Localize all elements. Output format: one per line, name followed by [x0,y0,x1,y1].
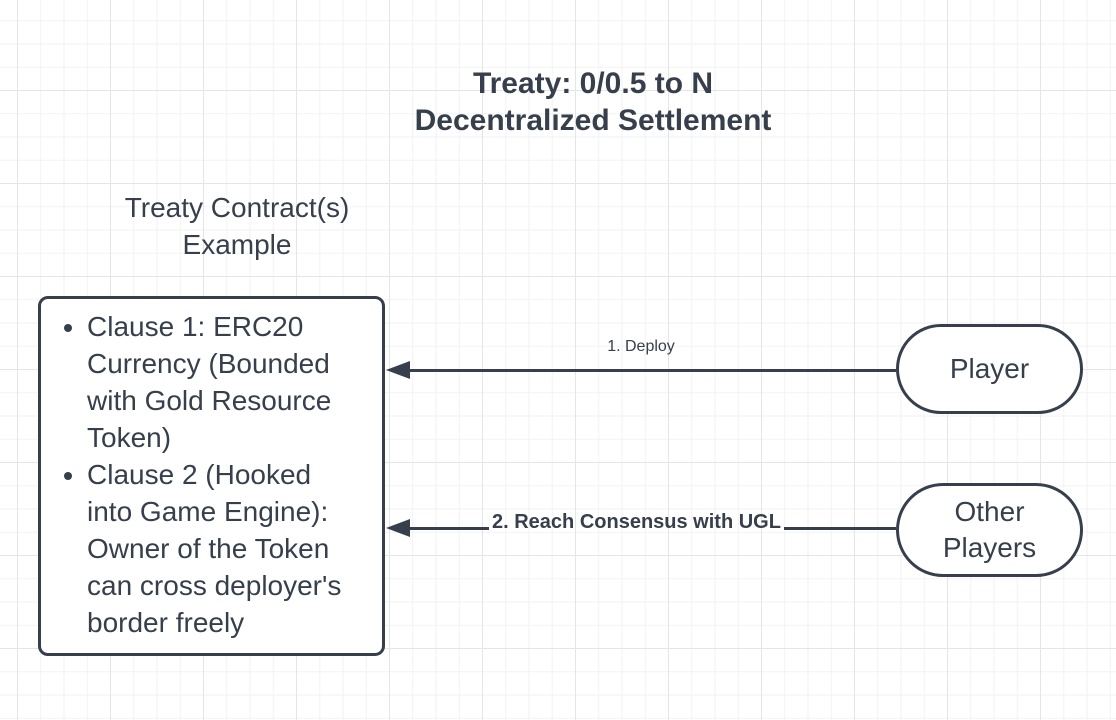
consensus-edge-line-left [409,526,489,530]
consensus-edge-line-right [783,526,896,530]
arrowhead-left-icon [386,361,410,379]
deploy-edge-label: 1. Deploy [607,338,675,355]
clause-item-1: Clause 1: ERC20 Currency (Bounded with G… [87,308,359,456]
treaty-contracts-example-label[interactable]: Treaty Contract(s) Example [124,192,350,260]
consensus-edge[interactable]: 2. Reach Consensus with UGL [386,511,896,541]
clause-list: Clause 1: ERC20 Currency (Bounded with G… [41,299,359,641]
deploy-edge[interactable] [386,357,896,383]
diagram-title-line2: Decentralized Settlement [414,104,772,137]
diagram-title-line1: Treaty: 0/0.5 to N [472,67,714,100]
diagram-title[interactable]: Treaty: 0/0.5 to N Decentralized Settlem… [343,65,843,139]
other-players-node-label: Other Players [942,496,1037,563]
player-node-label: Player [949,353,1030,384]
deploy-edge-line [409,368,896,372]
clause-item-2: Clause 2 (Hooked into Game Engine): Owne… [87,456,359,641]
treaty-contract-node[interactable]: Clause 1: ERC20 Currency (Bounded with G… [38,296,385,656]
consensus-edge-label: 2. Reach Consensus with UGL [492,510,781,533]
other-players-node[interactable]: Other Players [896,483,1083,577]
arrowhead-left-icon [386,519,410,537]
player-node[interactable]: Player [896,324,1083,414]
